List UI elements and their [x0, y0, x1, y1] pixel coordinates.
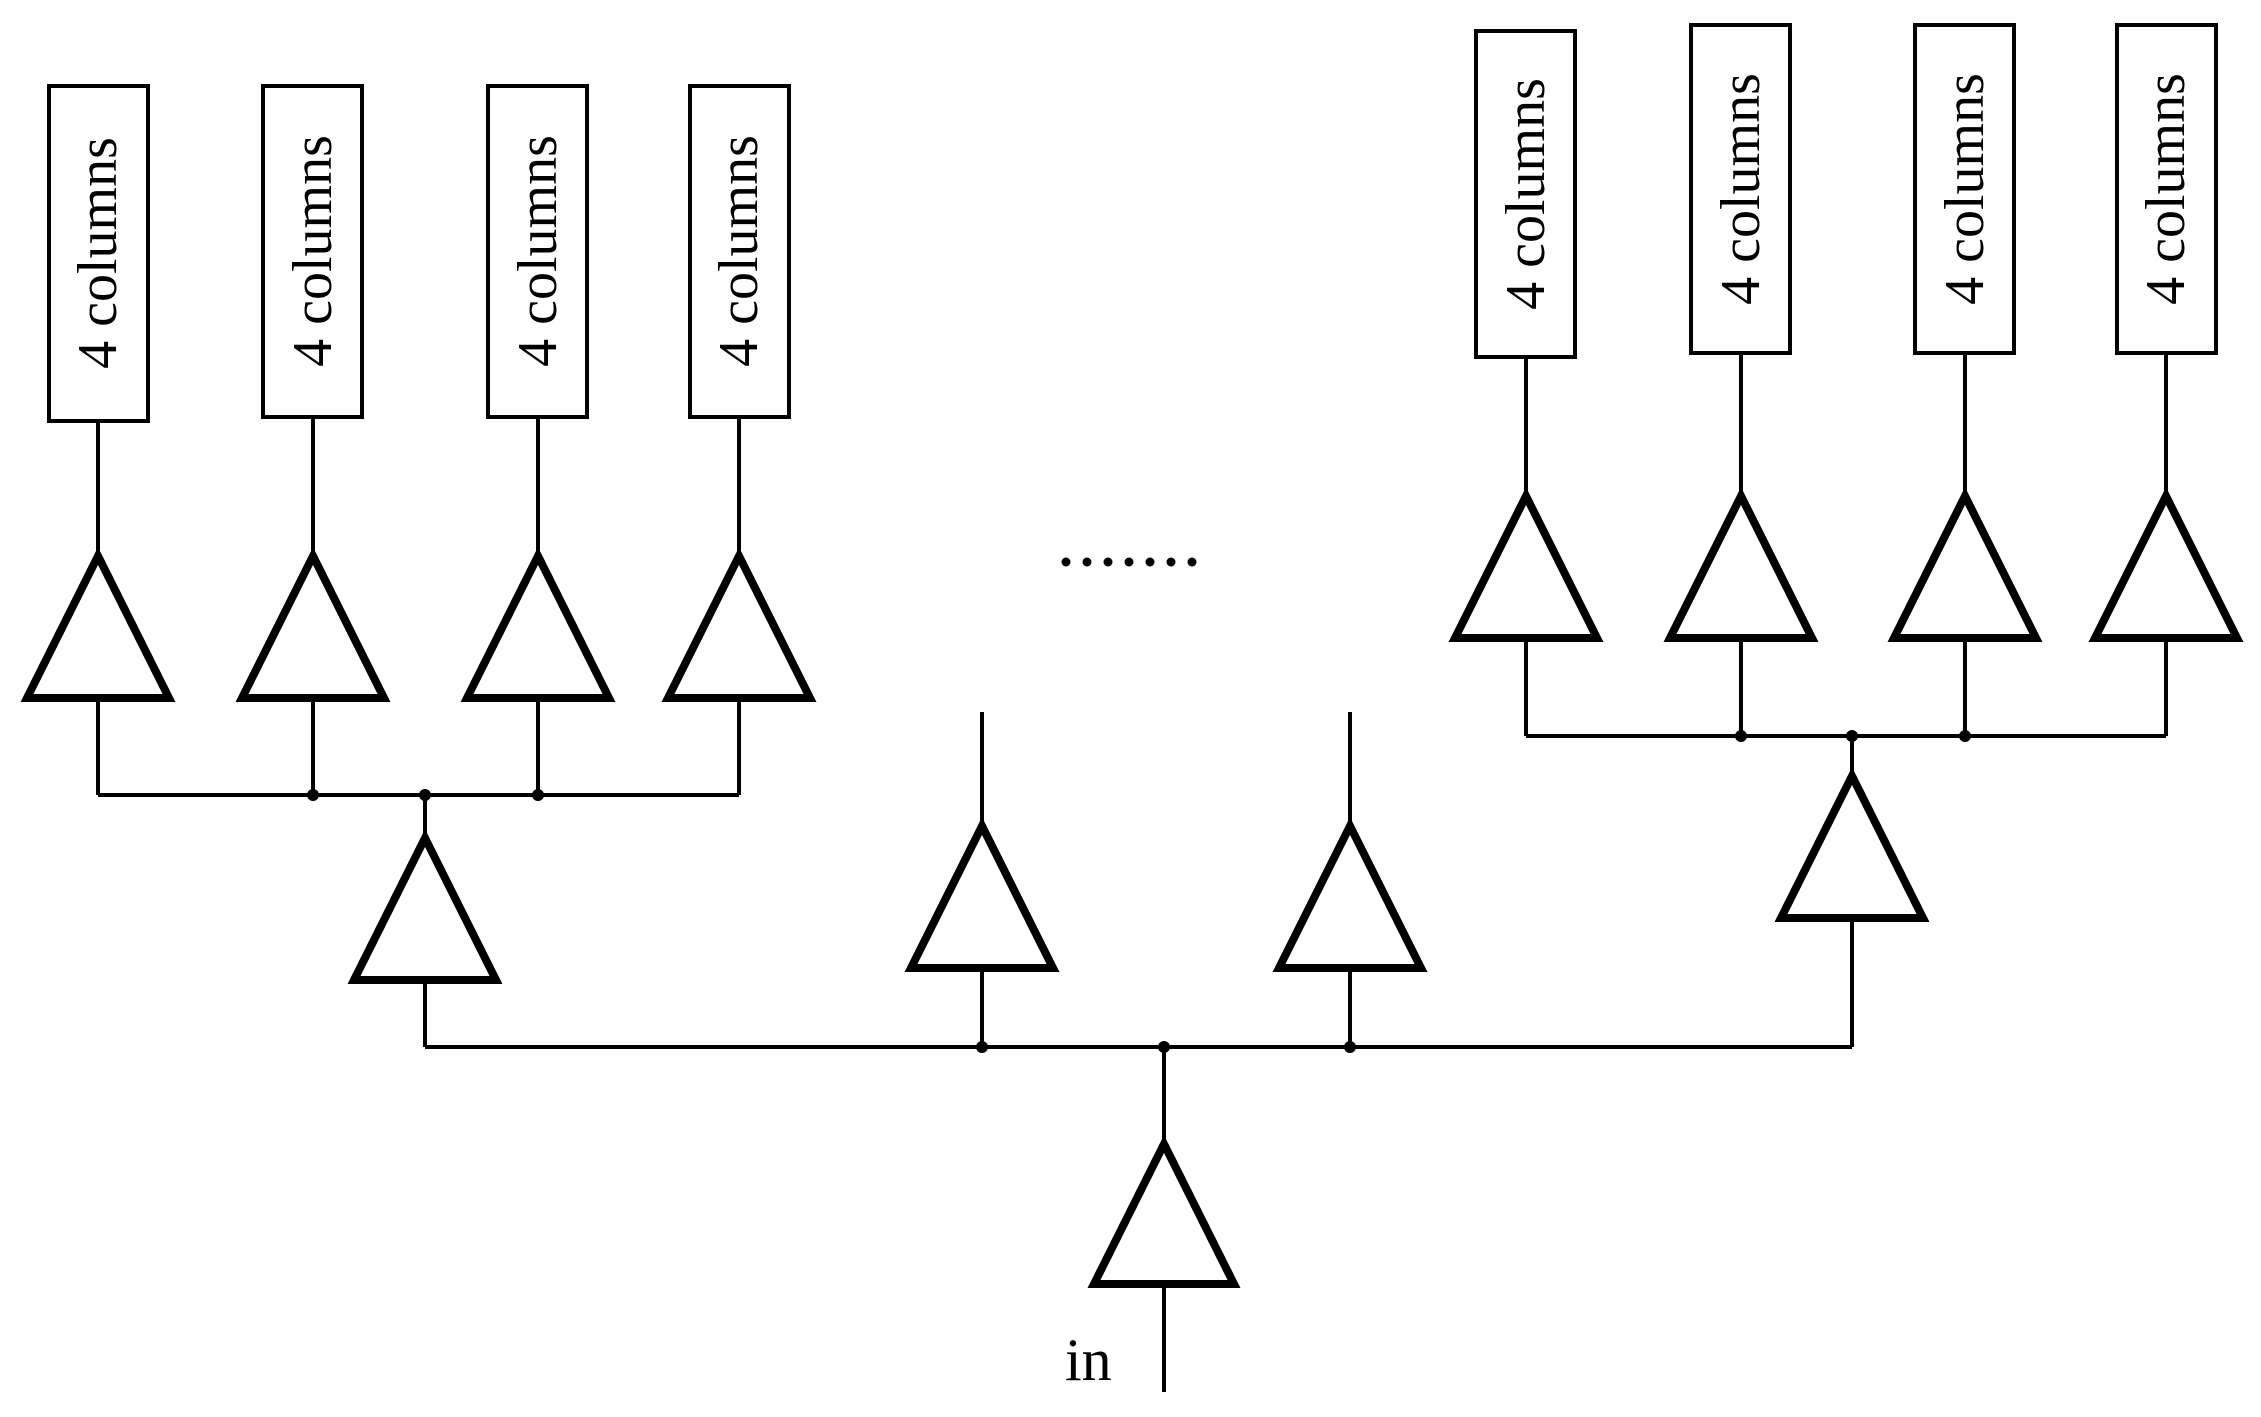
root-stage: in [1065, 1041, 1241, 1393]
l2-buffer-left [347, 829, 503, 984]
right-column-group: 4 columns 4 columns 4 columns 4 columns [1448, 23, 2244, 742]
column-block: 4 columns [47, 84, 150, 423]
leaf-buffer [1887, 487, 2043, 642]
subbus-junction-dot [419, 789, 431, 801]
l2-buffer-mid-left [904, 817, 1060, 972]
leaf-buffer [1448, 487, 1604, 642]
column-block: 4 columns [1913, 23, 2016, 355]
column-block-label: 4 columns [2135, 73, 2197, 305]
root-buffer-triangle [1087, 1135, 1241, 1288]
subbus-junction-dot [1846, 730, 1858, 742]
level2-buffers [347, 712, 1930, 1053]
leaf-buffer [1663, 487, 1819, 642]
leaf-buffer [460, 547, 616, 702]
column-block-label: 4 columns [1495, 78, 1557, 310]
column-block-label: 4 columns [282, 135, 344, 367]
leaf-buffer [2088, 487, 2244, 642]
column-block-label: 4 columns [1934, 73, 1996, 305]
column-block: 4 columns [486, 84, 589, 419]
input-label: in [1065, 1327, 1112, 1393]
column-block: 4 columns [261, 84, 364, 419]
column-block-label: 4 columns [708, 135, 770, 367]
leaf-buffer [20, 547, 176, 702]
column-block: 4 columns [2115, 23, 2218, 355]
column-block: 4 columns [1474, 29, 1577, 359]
column-block-label: 4 columns [507, 135, 569, 367]
ellipsis [1061, 557, 1197, 567]
column-block-label: 4 columns [1710, 73, 1772, 305]
column-block-label: 4 columns [67, 137, 129, 369]
leaf-buffer [235, 547, 391, 702]
left-column-group: 4 columns 4 columns 4 columns 4 columns [20, 84, 817, 801]
l2-buffer-mid-right [1272, 817, 1428, 972]
l2-buffer-right [1774, 767, 1930, 922]
column-block: 4 columns [688, 84, 791, 419]
leaf-buffer [661, 547, 817, 702]
column-block: 4 columns [1689, 23, 1792, 355]
